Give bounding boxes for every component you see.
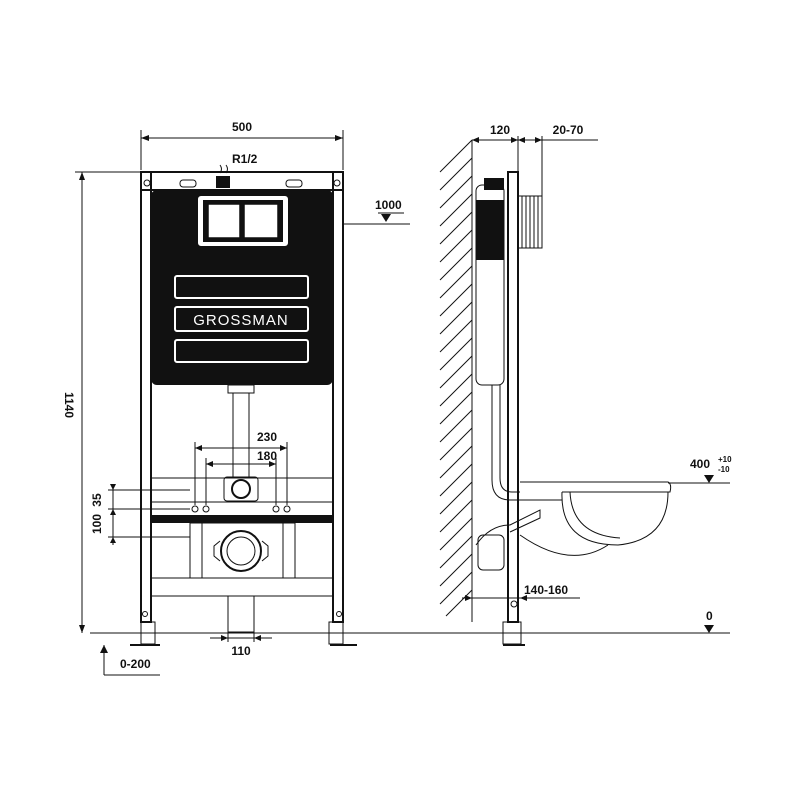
frame-left-upright [140, 171, 152, 623]
cistern-panel-bottom [174, 339, 309, 363]
dim-1000: 1000 [375, 198, 402, 212]
drain-outlet [220, 530, 262, 572]
dim-1140: 1140 [62, 392, 76, 418]
frame-right-upright [332, 171, 344, 623]
dim-0-floor: 0 [706, 609, 713, 623]
flush-button-right [243, 203, 279, 239]
side-drain-pipe [475, 509, 541, 546]
dim-140-160: 140-160 [524, 583, 568, 597]
dim-r12: R1/2 [232, 152, 258, 166]
dim-180: 180 [257, 449, 277, 463]
dim-20-70: 20-70 [553, 123, 584, 137]
dim-400-lower-tol: -10 [718, 465, 730, 474]
frame-bottom-rail [150, 577, 334, 597]
dim-0-200: 0-200 [120, 657, 151, 671]
dim-230: 230 [257, 430, 277, 444]
brand-panel [174, 306, 309, 332]
dim-400: 400 [690, 457, 710, 471]
dim-500: 500 [232, 120, 252, 134]
side-frame-upright [507, 171, 519, 623]
dim-35: 35 [90, 493, 104, 507]
side-dimensions: 120 20-70 400 +10 -10 140-160 0 [462, 123, 732, 633]
cistern-panel-top [174, 275, 309, 299]
front-view: GROSSMAN [90, 164, 730, 646]
brand-label: GROSSMAN [193, 312, 289, 329]
wall-hatch [439, 139, 473, 622]
toilet-bowl [519, 481, 672, 556]
side-view [439, 139, 672, 646]
flush-button-left [207, 203, 241, 239]
front-dimensions: 500 R1/2 1000 1140 230 180 35 100 110 [62, 120, 410, 676]
dim-110: 110 [231, 644, 251, 658]
frame-top-rail [140, 171, 344, 191]
dim-120: 120 [490, 123, 510, 137]
dim-100: 100 [90, 514, 104, 534]
water-inlet-icon [216, 176, 230, 188]
flush-outlet [231, 479, 251, 499]
dim-400-upper-tol: +10 [718, 455, 732, 464]
